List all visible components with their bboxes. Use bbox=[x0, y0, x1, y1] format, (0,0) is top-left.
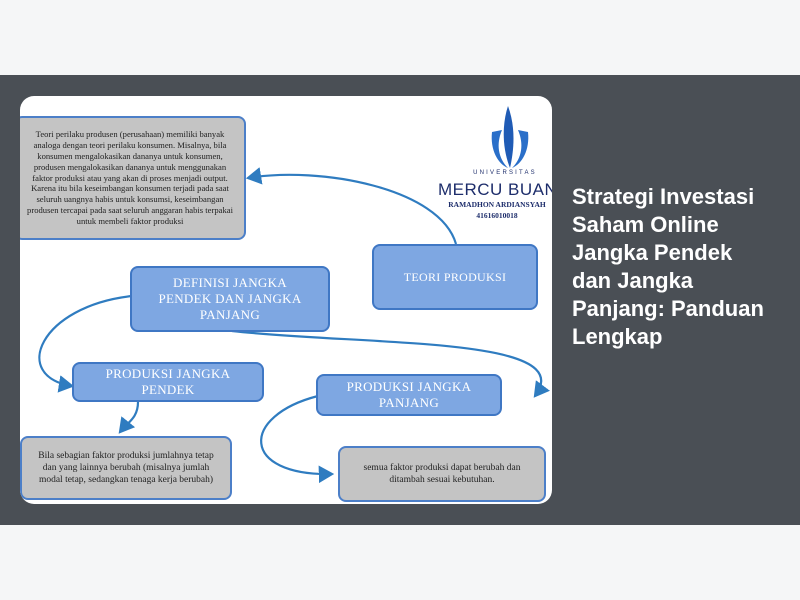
produksi-panjang-node: PRODUKSI JANGKA PANJANG bbox=[316, 374, 502, 416]
logo-university-label: UNIVERSITAS bbox=[473, 170, 537, 176]
panjang-note-box: semua faktor produksi dapat berubah dan … bbox=[338, 446, 546, 502]
theory-note-text: Teori perilaku produsen (perusahaan) mem… bbox=[27, 129, 233, 226]
logo-nim: 41616010018 bbox=[476, 211, 518, 220]
arrow-definisi-to-pendek bbox=[38, 294, 133, 393]
teori-produksi-label: TEORI PRODUKSI bbox=[403, 270, 507, 284]
pendek-note-text: Bila sebagian faktor produksi jumlahnya … bbox=[38, 451, 214, 485]
arrow-pendek-to-note bbox=[118, 401, 140, 434]
produksi-pendek-label: PRODUKSI JANGKA PENDEK bbox=[105, 366, 231, 397]
logo-author: RAMADHON ARDIANSYAH bbox=[448, 200, 546, 209]
teori-produksi-node: TEORI PRODUKSI bbox=[372, 244, 538, 310]
panjang-note-text: semua faktor produksi dapat berubah dan … bbox=[363, 463, 521, 485]
arrow-teori-to-note bbox=[245, 167, 458, 245]
article-headline[interactable]: Strategi Investasi Saham Online Jangka P… bbox=[572, 184, 764, 349]
connector-arrows bbox=[38, 167, 550, 484]
definisi-node: DEFINISI JANGKA PENDEK DAN JANGKA PANJAN… bbox=[130, 266, 330, 332]
pendek-note-box: Bila sebagian faktor produksi jumlahnya … bbox=[20, 436, 232, 500]
theory-note-box: Teori perilaku produsen (perusahaan) mem… bbox=[20, 116, 246, 240]
diagram-image-card: Teori perilaku produsen (perusahaan) mem… bbox=[20, 96, 552, 504]
mercu-buana-flame-logo-icon bbox=[491, 106, 529, 168]
produksi-pendek-node: PRODUKSI JANGKA PENDEK bbox=[72, 362, 264, 402]
arrow-panjang-to-note bbox=[260, 394, 335, 484]
arrow-definisi-to-panjang bbox=[231, 329, 550, 398]
produksi-panjang-label: PRODUKSI JANGKA PANJANG bbox=[346, 379, 472, 410]
university-logo: UNIVERSITAS MERCU BUANA RAMADHON ARDIANS… bbox=[438, 100, 552, 250]
logo-university-name: MERCU BUANA bbox=[438, 180, 552, 199]
definisi-label: DEFINISI JANGKA PENDEK DAN JANGKA PANJAN… bbox=[158, 275, 302, 322]
